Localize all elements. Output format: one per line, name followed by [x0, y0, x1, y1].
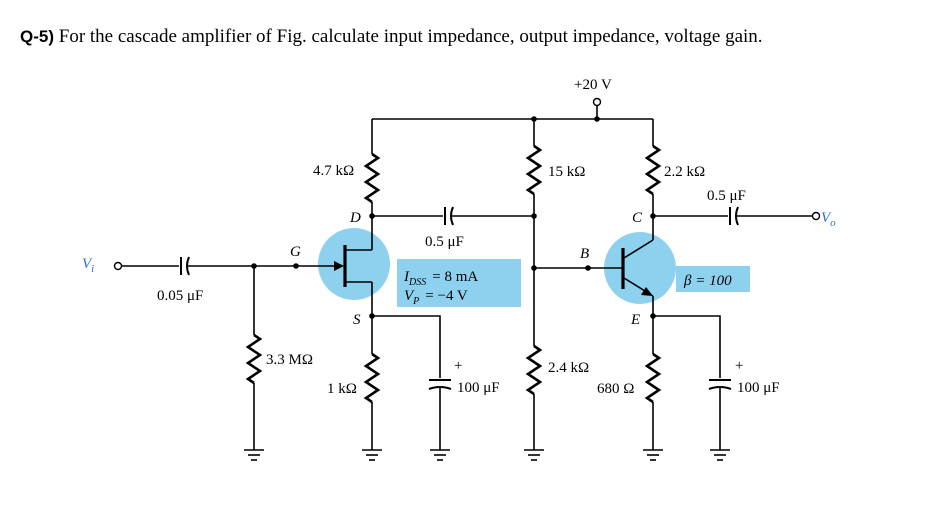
output-capacitor: [729, 206, 739, 226]
jfet-highlight: [318, 228, 390, 300]
source-resistor-label: 1 kΩ: [327, 381, 357, 397]
emitter-label: E: [630, 312, 640, 328]
gate-label: G: [290, 244, 301, 260]
gate-resistor-label: 3.3 MΩ: [266, 352, 313, 368]
output-cap-label: 0.5 μF: [707, 188, 746, 204]
question-number: Q-5): [20, 27, 54, 46]
bias-top-resistor: [525, 144, 543, 196]
supply-terminal: [592, 97, 602, 107]
drain-resistor-label: 4.7 kΩ: [313, 163, 354, 179]
ground-icon-emitter: [643, 449, 663, 461]
source-resistor: [363, 352, 381, 404]
junction-coupling: [531, 213, 537, 219]
ground-icon-emitter-cap: [710, 449, 730, 461]
ground-icon-bias: [524, 449, 544, 461]
idss-param: IDSS= 8 mA: [403, 269, 478, 288]
coupling-capacitor: [444, 206, 454, 226]
supply-label: +20 V: [574, 77, 612, 93]
emitter-cap-plus: +: [735, 358, 743, 374]
drain-resistor: [363, 152, 381, 204]
emitter-bypass-capacitor: [708, 379, 732, 390]
input-terminal: [113, 261, 123, 271]
input-capacitor: [180, 256, 190, 276]
beta-box: [676, 266, 750, 292]
source-label: S: [353, 312, 361, 328]
jfet-symbol: [320, 245, 372, 287]
emitter-resistor-label: 680 Ω: [597, 381, 634, 397]
source-bypass-capacitor: [428, 379, 452, 390]
bias-top-resistor-label: 15 kΩ: [548, 164, 585, 180]
gate-resistor: [245, 333, 263, 385]
base-node: [585, 265, 591, 271]
drain-label: D: [349, 210, 361, 226]
emitter-resistor: [644, 352, 662, 404]
junction-rail-supply: [594, 116, 600, 122]
source-cap-plus: +: [454, 358, 462, 374]
vp-param: VP= −4 V: [404, 288, 468, 307]
collector-resistor-label: 2.2 kΩ: [664, 164, 705, 180]
jfet-param-box: [397, 259, 521, 307]
coupling-cap-label: 0.5 μF: [425, 234, 464, 250]
gate-node: [293, 263, 299, 269]
question-text: For the cascade amplifier of Fig. calcul…: [58, 26, 763, 47]
source-cap-label: 100 μF: [457, 380, 500, 396]
beta-label: β = 100: [683, 273, 732, 289]
emitter-bypass-wire-top: [653, 315, 721, 378]
output-label: Vo: [821, 210, 836, 229]
output-terminal: [811, 211, 821, 221]
bias-bottom-resistor-label: 2.4 kΩ: [548, 360, 589, 376]
source-bypass-wire-top: [372, 315, 441, 378]
input-cap-label: 0.05 μF: [157, 288, 203, 304]
ground-icon-gate: [244, 449, 264, 461]
bias-bottom-resistor: [525, 344, 543, 396]
question: Q-5) For the cascade amplifier of Fig. c…: [20, 26, 915, 48]
emitter-cap-label: 100 μF: [737, 380, 780, 396]
base-label: B: [580, 246, 589, 262]
collector-resistor: [644, 144, 662, 196]
input-label: Vi: [82, 256, 94, 275]
bjt-symbol: [621, 239, 654, 297]
ground-icon-source-cap: [430, 449, 450, 461]
collector-label: C: [632, 210, 643, 226]
ground-icon-source: [362, 449, 382, 461]
